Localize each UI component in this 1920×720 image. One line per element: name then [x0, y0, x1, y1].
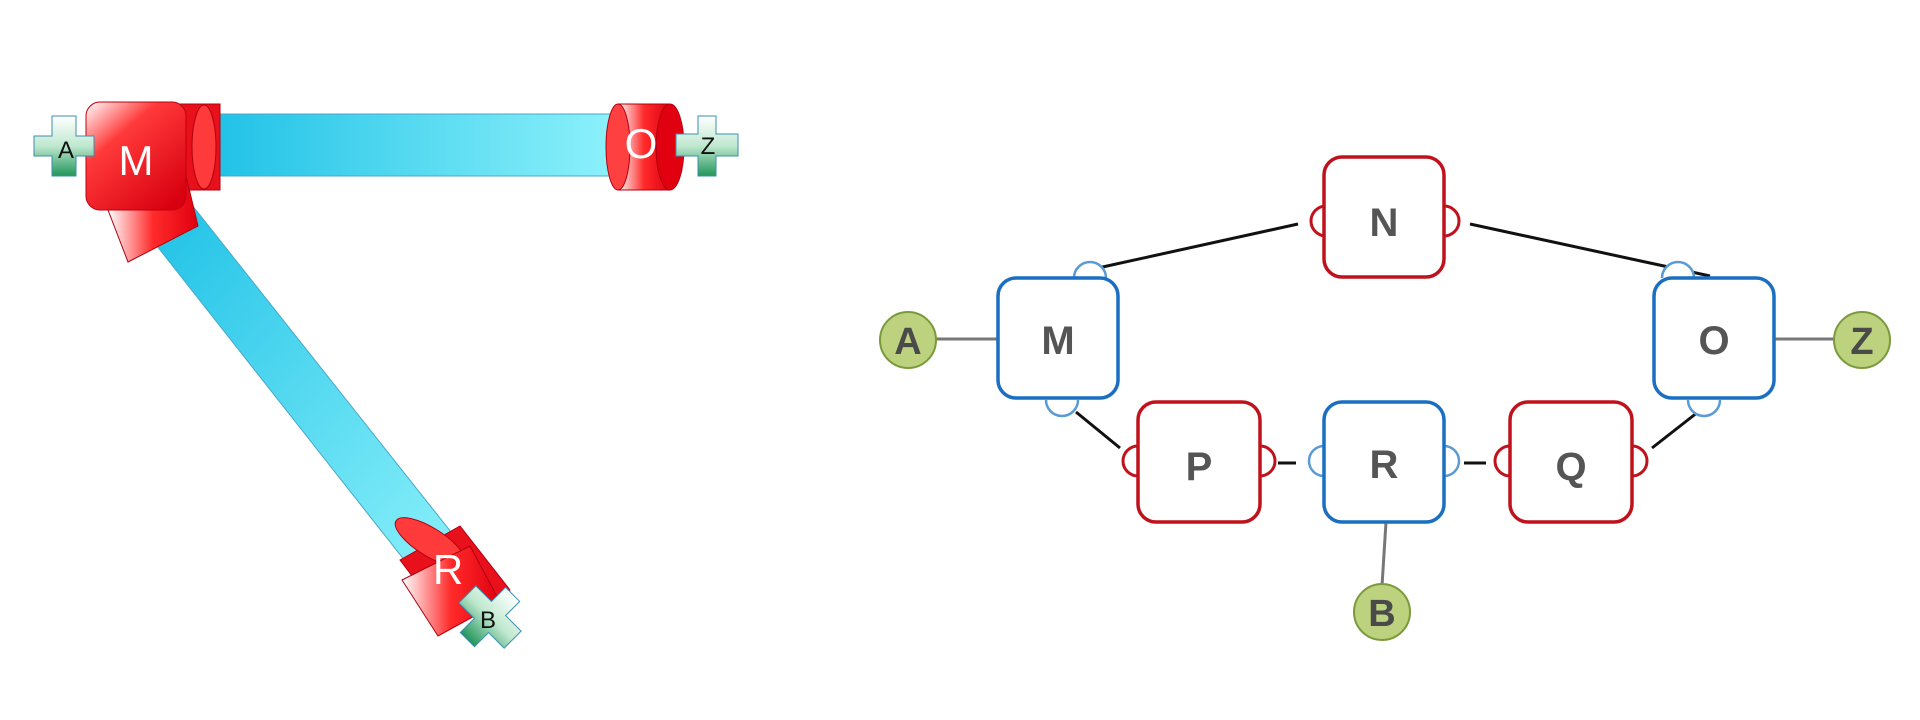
terminal-a-3d: [33, 115, 95, 177]
link-m-p: [1075, 410, 1121, 450]
left-diagram: M A O Z R B: [33, 101, 739, 649]
link-r-b: [1380, 521, 1388, 587]
terminal-a-3d-label: A: [58, 137, 74, 164]
node-o-3d: [605, 103, 685, 191]
right-diagram: N M O P R: [879, 155, 1891, 641]
terminal-z-label: Z: [1850, 321, 1873, 363]
node-p[interactable]: [1121, 400, 1277, 524]
node-o-3d-label: O: [625, 120, 658, 167]
node-m-3d: [85, 101, 221, 263]
node-m-3d-label: M: [119, 137, 154, 184]
terminal-z-3d: [675, 115, 739, 177]
terminal-z[interactable]: [1833, 311, 1891, 369]
link-q-o: [1651, 410, 1699, 450]
terminal-b-3d-label: B: [480, 607, 496, 634]
terminal-b-label: B: [1368, 593, 1395, 635]
terminal-a[interactable]: [879, 311, 937, 369]
node-m[interactable]: [996, 260, 1120, 418]
pipe-m-o: [199, 113, 621, 177]
node-q[interactable]: [1493, 400, 1649, 524]
node-o[interactable]: [1652, 260, 1776, 418]
node-r[interactable]: [1307, 400, 1461, 524]
node-p-label: P: [1186, 445, 1213, 489]
node-o-label: O: [1698, 319, 1729, 363]
node-m-label: M: [1041, 319, 1074, 363]
node-n[interactable]: [1309, 155, 1461, 279]
node-r-label: R: [1370, 443, 1399, 487]
terminal-b[interactable]: [1353, 583, 1411, 641]
terminal-z-3d-label: Z: [701, 133, 716, 160]
link-m-n: [1097, 222, 1299, 270]
node-r-3d-label: R: [433, 546, 463, 593]
node-n-label: N: [1370, 201, 1399, 245]
terminal-b-3d: [458, 585, 522, 649]
node-q-label: Q: [1555, 445, 1586, 489]
terminal-a-label: A: [894, 321, 921, 363]
